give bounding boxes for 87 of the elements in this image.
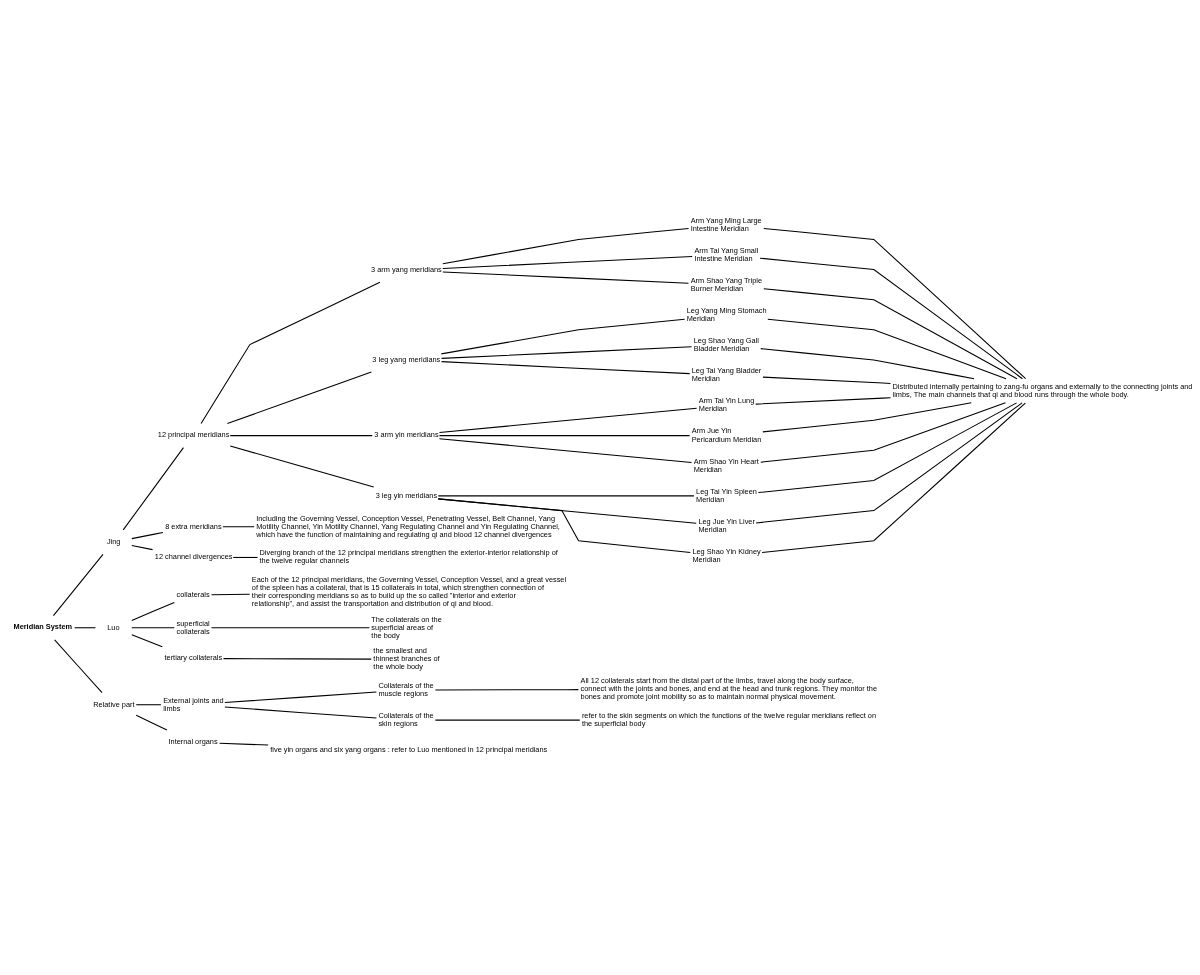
connector [54,639,103,694]
node-text: Arm Tai Yang Small Intestine Meridian [694,245,759,263]
connector [763,227,1027,380]
connector [52,553,104,617]
node-text: Distributed internally pertaining to zang-fu organs and externally to the connecting joints and limbs, The main channels that qi and blood runs through the whole body. [892,381,1193,399]
node-text: Arm Shao Yin Heart Meridian [693,456,759,474]
connector [434,689,579,691]
connector [222,658,372,660]
node-text: Leg Shao Yang Gall Bladder Meridian [693,336,759,354]
connector [762,402,972,433]
connector [229,435,373,437]
node-text: All 12 collaterals start from the distal part of the limbs, travel along the body surface, connect with the joints and bones, and end at the head and trunk regions. They monitor the bones and promote joint mobility so as to maintain normal physical movement. [580,676,878,702]
connector [219,742,269,746]
connector [760,402,1006,463]
node-text: Leg Jue Yin Liver Meridian [698,516,755,534]
connector [762,376,891,384]
node-text: Meridian System [13,621,73,631]
node-text: Each of the 12 principal meridians, the Governing Vessel, Conception Vessel, and a great vessel of the spleen has a collateral, that is 15 collaterals in total, which strengthen connection of their corresponding meridians so as to build up the so called "interior and exterior relationship", and assist the transportation and distribution of qi and blood. [251,575,567,609]
connector [222,526,255,528]
node-text: 8 extra meridians [165,521,222,531]
connector [131,602,175,621]
connector [437,498,691,553]
connector [755,402,1023,524]
connector [122,447,184,531]
connector [440,318,686,355]
node-text: Arm Tai Yin Lung Meridian [698,396,755,414]
node-text: 12 principal meridians [157,430,230,440]
node-text: Collaterals of the muscle regions [378,680,434,698]
node-text: 3 leg yin meridians [375,490,438,500]
node-text: Including the Governing Vessel, Conception Vessel, Penetrating Vessel, Belt Channel, Yang Motility Channel, Yin Motility Channel, Yang Regulating Channel and Yin Regulating Channel, which have the function of maintaining and regulating qi and blood 12 channel divergences [256,513,560,539]
connector [767,318,1007,380]
connector [438,435,691,437]
connector [224,691,377,704]
node-text: External joints and limbs [163,695,224,713]
connector [74,627,96,629]
node-text: tertiary collaterals [164,653,223,663]
node-text: Jing [106,536,121,546]
node-text: Leg Tai Yang Bladder Meridian [691,366,762,384]
connector [131,531,164,540]
connector [441,361,691,375]
node-text: 12 channel divergences [154,552,233,562]
connector [135,704,162,706]
connector [763,288,1018,380]
connector [755,397,892,405]
connector [131,545,154,551]
connector [761,402,1026,553]
connector [438,438,693,464]
connector [131,634,163,648]
connector [757,402,1018,494]
node-text: Leg Shao Yin Kidney Meridian [692,546,761,565]
connector [229,445,375,488]
node-text: five yin organs and six yang organs : refer to Luo mentioned in 12 principal meridians [270,745,548,755]
connector [200,281,381,425]
connector [437,495,695,497]
connector [442,227,690,265]
node-text: Arm Shao Yang Triple Burner Meridian [690,275,763,293]
connector [210,627,370,629]
connector [760,348,975,380]
node-text: Arm Jue Yin Pericardium Meridian [691,426,762,444]
node-text: Leg Yang Ming Stomach Meridian [686,305,767,323]
node-text: 3 arm yang meridians [371,265,442,275]
node-text: collaterals [176,589,210,599]
node-text: Luo [107,622,120,632]
node-text: the smallest and thinnest branches of the whole body [373,646,440,672]
node-text: Diverging branch of the 12 principal meridians strengthen the exterior-interior relationship of the twelve regular channels [259,548,558,566]
node-text: Internal organs [168,737,218,747]
connector [224,706,377,719]
connector [131,627,175,629]
node-text: The collaterals on the superficial areas of the body [371,614,442,640]
node-text: 3 arm yin meridians [374,430,439,440]
connector [135,714,168,731]
node-text: superficial collaterals [176,618,210,636]
connector [226,371,372,425]
node-text: Relative part [93,699,135,709]
node-text: 3 leg yang meridians [372,354,441,364]
connector [442,271,690,284]
node-text: Arm Yang Ming Large Intestine Meridian [690,215,762,233]
node-text: Collaterals of the skin regions [378,711,434,729]
connector [759,257,1023,380]
connector [442,255,693,270]
connector [434,719,581,721]
connector [232,556,259,558]
connector [441,346,693,359]
node-text: Leg Tai Yin Spleen Meridian [696,486,757,504]
connector [210,593,251,596]
node-text: refer to the skin segments on which the functions of the twelve regular meridians reflect on the superficial body [581,711,877,729]
connector [438,407,698,434]
